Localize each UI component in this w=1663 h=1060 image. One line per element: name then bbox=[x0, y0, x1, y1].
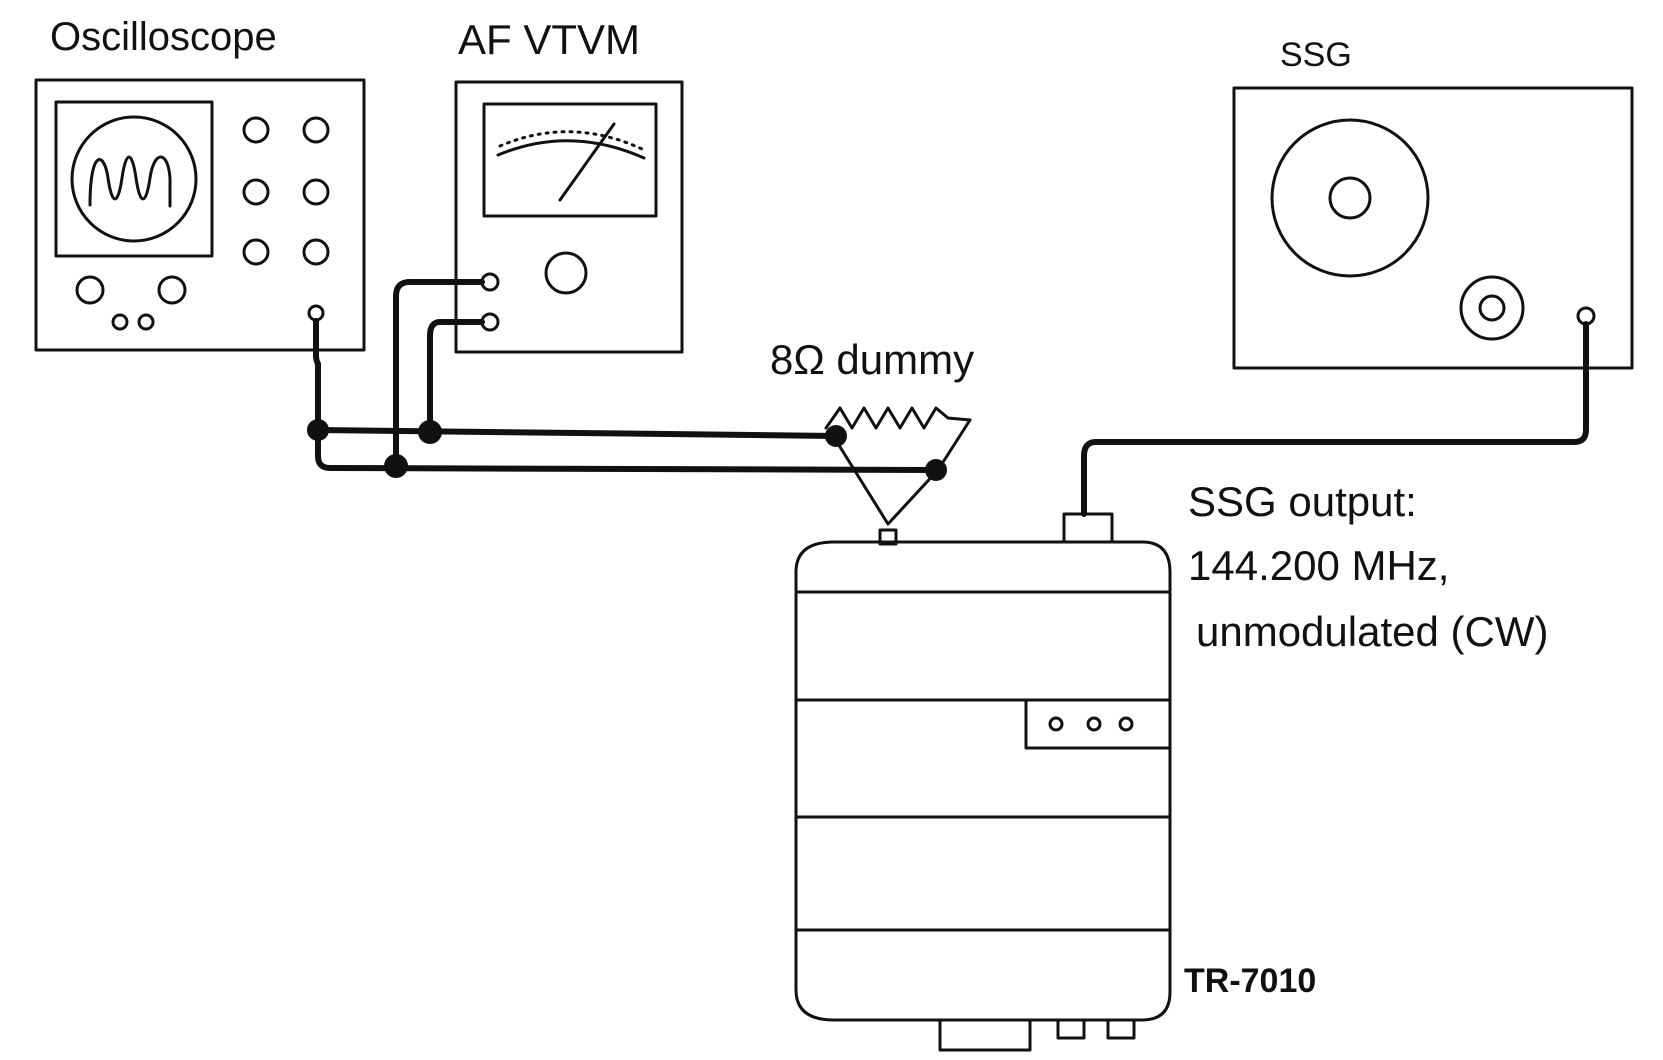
dummy-leads bbox=[830, 418, 972, 526]
transceiver-led bbox=[1048, 716, 1064, 732]
wire-upper-bus bbox=[315, 427, 839, 439]
oscilloscope-label: Oscilloscope bbox=[50, 15, 277, 59]
oscilloscope-small-knob bbox=[111, 313, 129, 331]
vtvm-range-knob bbox=[544, 251, 588, 295]
wire-lower-bus bbox=[315, 427, 939, 473]
ssg-attenuator-knob-outer bbox=[1459, 275, 1525, 341]
oscilloscope-small-knob bbox=[137, 313, 155, 331]
oscilloscope-body bbox=[34, 78, 366, 352]
transceiver-bottom-connector bbox=[1106, 1018, 1136, 1040]
transceiver-led bbox=[1118, 716, 1134, 732]
ssg-dial-inner bbox=[1328, 176, 1372, 220]
vtvm-meter-scale bbox=[496, 139, 646, 160]
oscilloscope-crt bbox=[70, 115, 198, 243]
vtvm-meter-needle bbox=[558, 122, 616, 202]
vtvm-meter-window bbox=[482, 102, 658, 218]
wiring bbox=[307, 279, 1589, 517]
wire-ssg-coax bbox=[1081, 321, 1589, 517]
ssg-output-line2: 144.200 MHz, bbox=[1188, 542, 1449, 589]
radio-label: TR-7010 bbox=[1184, 962, 1316, 1000]
oscilloscope-knob-left bbox=[75, 275, 105, 305]
oscilloscope-screen-bezel bbox=[54, 100, 214, 258]
dummy-resistor-zigzag bbox=[824, 406, 972, 430]
ssg-output-line3: unmodulated (CW) bbox=[1196, 608, 1548, 655]
ssg-output-line1: SSG output: bbox=[1188, 478, 1417, 525]
dummy-load bbox=[824, 406, 972, 526]
junction-dot bbox=[307, 419, 329, 441]
wire-vtvm-bottom bbox=[427, 319, 485, 435]
vtvm-body bbox=[454, 80, 684, 354]
vtvm-label: AF VTVM bbox=[458, 16, 640, 63]
ssg-attenuator-knob-inner bbox=[1478, 294, 1506, 322]
transceiver-body bbox=[794, 540, 1172, 1022]
wire-vtvm-top bbox=[393, 279, 485, 469]
tr7010-transceiver bbox=[794, 512, 1172, 1052]
ssg-label: SSG bbox=[1280, 36, 1352, 74]
oscilloscope-knob-right bbox=[157, 275, 187, 305]
transceiver-led bbox=[1086, 716, 1102, 732]
dummy-label: 8Ω dummy bbox=[770, 336, 974, 383]
ssg-body bbox=[1232, 86, 1634, 370]
transceiver-bottom-connector bbox=[1056, 1018, 1086, 1040]
oscilloscope-input-jack bbox=[307, 304, 325, 322]
af-vtvm bbox=[454, 80, 684, 354]
junction-dot bbox=[825, 425, 847, 447]
oscilloscope-waveform bbox=[88, 155, 172, 208]
oscilloscope bbox=[34, 78, 366, 352]
junction-dot bbox=[418, 420, 442, 444]
transceiver-speaker-jack bbox=[878, 528, 898, 546]
junction-dot bbox=[384, 454, 408, 478]
vtvm-meter-ticks bbox=[498, 130, 644, 151]
junction-dot bbox=[925, 459, 947, 481]
ssg-dial-outer bbox=[1270, 118, 1430, 278]
transceiver-bottom-connector bbox=[938, 1018, 1032, 1052]
oscilloscope-knob-grid bbox=[242, 116, 330, 266]
ssg bbox=[1232, 86, 1634, 370]
wire-scope-probe bbox=[313, 318, 321, 433]
transceiver-antenna-connector bbox=[1062, 512, 1114, 544]
transceiver-led-panel bbox=[1024, 698, 1172, 750]
